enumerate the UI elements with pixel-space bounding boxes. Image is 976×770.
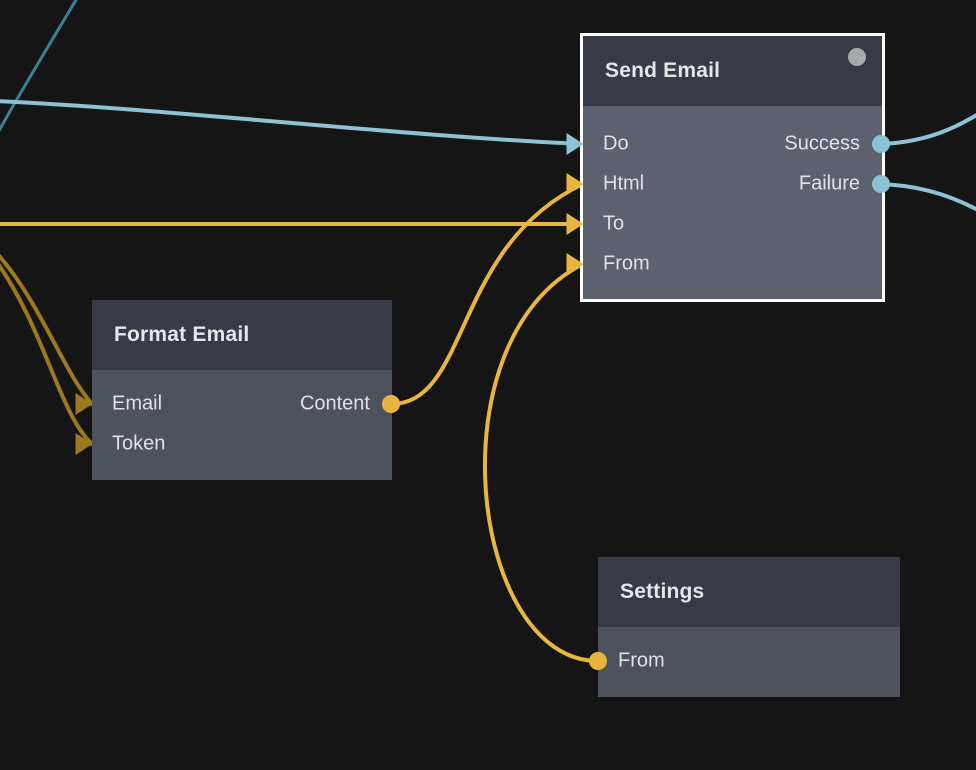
port-label-token: Token bbox=[112, 432, 166, 455]
port-label-success: Success bbox=[784, 132, 860, 155]
port-data-dot-content[interactable] bbox=[382, 395, 400, 413]
node-header[interactable]: Send Email bbox=[583, 36, 882, 106]
port-label-to: To bbox=[603, 212, 625, 235]
port-row-input[interactable]: Email bbox=[92, 384, 392, 424]
port-label-html: Html bbox=[603, 172, 645, 195]
port-data-arrow-email[interactable] bbox=[75, 393, 93, 415]
port-row-output[interactable]: Content bbox=[92, 384, 392, 424]
node-header[interactable]: Format Email bbox=[92, 300, 392, 370]
port-data-arrow-to[interactable] bbox=[566, 213, 584, 235]
port-label-email: Email bbox=[112, 392, 163, 415]
port-row-input[interactable]: From bbox=[598, 641, 900, 681]
port-row-input[interactable]: Html bbox=[583, 164, 882, 204]
port-exec-dot-failure[interactable] bbox=[872, 175, 890, 193]
port-row-input[interactable]: To bbox=[583, 204, 882, 244]
node-title: Settings bbox=[620, 580, 705, 603]
node-header[interactable]: Settings bbox=[598, 557, 900, 627]
port-exec-dot-success[interactable] bbox=[872, 135, 890, 153]
port-label-from: From bbox=[618, 649, 665, 672]
port-row-input[interactable]: Do bbox=[583, 124, 882, 164]
port-exec-arrow-do[interactable] bbox=[566, 133, 584, 155]
port-data-arrow-html[interactable] bbox=[566, 173, 584, 195]
port-label-content: Content bbox=[299, 392, 370, 415]
port-row-input[interactable]: Token bbox=[92, 424, 392, 464]
port-data-dot-from[interactable] bbox=[589, 652, 607, 670]
port-row-output[interactable]: Failure bbox=[583, 164, 882, 204]
status-indicator-dot[interactable] bbox=[848, 48, 866, 66]
port-row-input[interactable]: From bbox=[583, 244, 882, 284]
node-title: Format Email bbox=[114, 323, 250, 346]
node-title: Send Email bbox=[605, 59, 721, 82]
port-data-arrow-token[interactable] bbox=[75, 433, 93, 455]
port-label-do: Do bbox=[603, 132, 629, 155]
port-row-output[interactable]: Success bbox=[583, 124, 882, 164]
port-data-arrow-from[interactable] bbox=[566, 253, 584, 275]
node-body: From bbox=[598, 627, 900, 697]
port-label-from: From bbox=[603, 252, 650, 275]
port-label-failure: Failure bbox=[798, 172, 860, 195]
